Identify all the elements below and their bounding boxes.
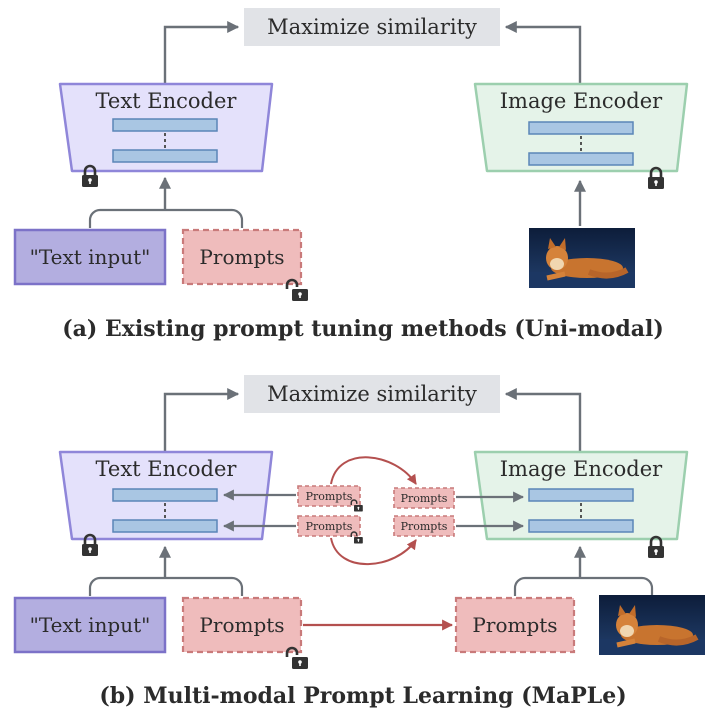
image-deep-prompts-1-label: Prompts	[401, 492, 448, 505]
image-encoder-layer-2-b	[528, 519, 634, 533]
arrow-image-encoder-to-similarity	[504, 21, 582, 84]
image-merge-connector	[513, 576, 654, 596]
maximize-similarity-label: Maximize similarity	[267, 15, 477, 39]
text-encoder-layer-2	[112, 149, 218, 163]
image-encoder-layer-1-b	[528, 488, 634, 502]
arrow-text-encoder-to-similarity	[163, 21, 240, 84]
cat-image-b	[599, 595, 705, 655]
cat-image	[529, 228, 635, 288]
maximize-similarity-box	[244, 8, 500, 46]
maximize-similarity-label-b: Maximize similarity	[267, 382, 477, 406]
image-deep-prompts-2	[393, 515, 455, 537]
image-deep-prompts-2-label: Prompts	[401, 520, 448, 533]
text-deep-prompts-1	[297, 485, 361, 507]
text-deep-prompts-1-label: Prompts	[306, 490, 353, 503]
arrow-image-encoder-to-similarity-b	[504, 388, 582, 452]
prompts-label-b: Prompts	[199, 613, 284, 637]
caption-a: (a) Existing prompt tuning methods (Uni-…	[62, 316, 664, 342]
image-encoder-layer-2	[528, 152, 634, 166]
text-encoder-label: Text Encoder	[96, 89, 238, 113]
text-input-label-b: "Text input"	[30, 613, 151, 637]
text-deep-prompts-2	[297, 515, 361, 537]
prompts-box	[181, 228, 303, 286]
text-deep-prompts-2-label: Prompts	[306, 520, 353, 533]
image-encoder-label: Image Encoder	[500, 89, 663, 113]
image-encoder-layer-1	[528, 121, 634, 135]
image-prompts-box	[454, 596, 576, 654]
text-input-box-b	[13, 596, 167, 654]
coupling-arrow-top	[330, 456, 417, 485]
text-input-label: "Text input"	[30, 245, 151, 269]
coupling-arrow-bottom	[330, 537, 417, 566]
text-encoder-layer-1	[112, 118, 218, 132]
text-input-box	[13, 228, 167, 286]
prompts-label: Prompts	[199, 245, 284, 269]
image-deep-prompts-1	[393, 487, 455, 509]
arrow-text-encoder-to-similarity-b	[163, 388, 240, 452]
text-encoder-layer-1-b	[112, 488, 218, 502]
image-encoder-label-b: Image Encoder	[500, 457, 663, 481]
caption-b: (b) Multi-modal Prompt Learning (MaPLe)	[99, 683, 626, 709]
input-merge-connector-b	[88, 576, 244, 596]
panel-a: Maximize similarity Text Encoder Image E…	[13, 8, 689, 342]
prompts-box-b	[181, 596, 303, 654]
image-prompts-label: Prompts	[472, 613, 557, 637]
text-encoder-label-b: Text Encoder	[96, 457, 238, 481]
input-merge-connector	[88, 208, 244, 228]
maximize-similarity-box-b	[244, 375, 500, 413]
text-encoder-layer-2-b	[112, 519, 218, 533]
panel-b: Maximize similarity Text Encoder Image E…	[13, 375, 705, 709]
